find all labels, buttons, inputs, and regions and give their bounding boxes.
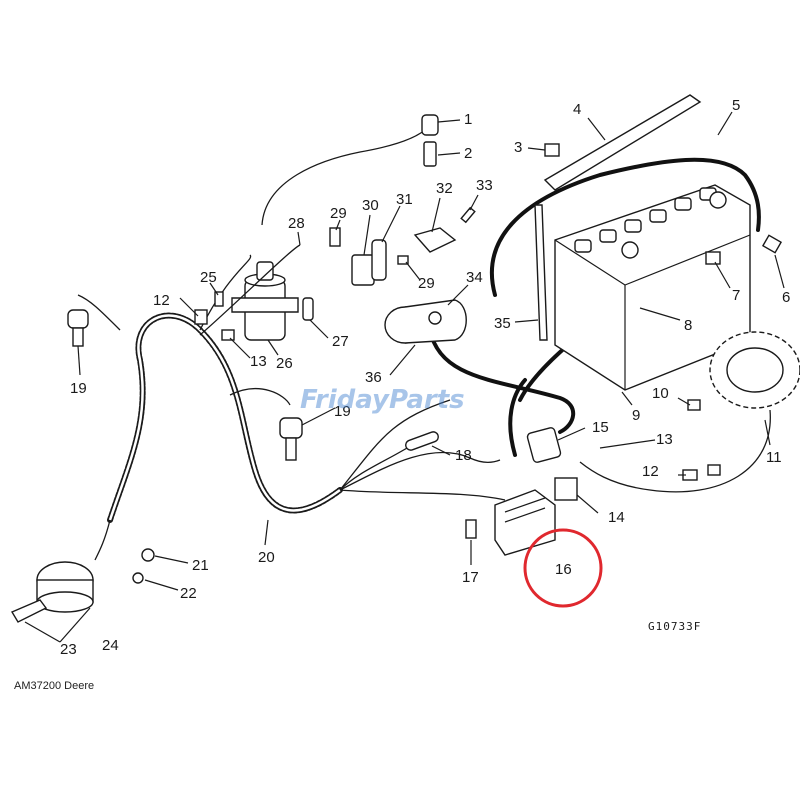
harness-branch-wire xyxy=(229,388,291,406)
bracket-30 xyxy=(351,254,375,286)
callout-8: 8 xyxy=(684,317,692,334)
callout-14: 14 xyxy=(608,509,625,526)
callout-5: 5 xyxy=(732,97,740,114)
callout-30: 30 xyxy=(362,197,379,214)
ignition-coil-26 xyxy=(231,261,299,341)
wiring-harness-20 xyxy=(107,312,343,523)
callout-20: 20 xyxy=(258,549,275,566)
nut-13 xyxy=(707,464,721,476)
hold-down-rod-35 xyxy=(534,204,548,341)
watermark-logo: FridayParts xyxy=(300,385,465,415)
battery-cable-5 xyxy=(489,157,761,297)
pin-33 xyxy=(460,206,476,224)
callout-29-lower: 29 xyxy=(418,275,435,292)
callout-31: 31 xyxy=(396,191,413,208)
solenoid-15 xyxy=(526,427,562,463)
harness-branch-wire xyxy=(339,451,501,491)
callout-18: 18 xyxy=(455,447,472,464)
harness-branch-wire xyxy=(199,244,301,336)
screw-29 xyxy=(397,255,409,265)
starter-34 xyxy=(384,299,467,344)
bracket-31 xyxy=(371,239,387,281)
callout-7: 7 xyxy=(732,287,740,304)
spark-plug xyxy=(423,141,437,167)
harness-branch-wire xyxy=(77,294,121,331)
washer-22 xyxy=(132,572,144,584)
battery-9 xyxy=(554,184,751,391)
clip-32 xyxy=(413,227,457,253)
callout-27: 27 xyxy=(332,333,349,350)
callout-16: 16 xyxy=(555,561,572,578)
callout-12-right: 12 xyxy=(642,463,659,480)
callout-6: 6 xyxy=(782,289,790,306)
screw-25 xyxy=(214,291,224,307)
callout-15: 15 xyxy=(592,419,609,436)
callout-2: 2 xyxy=(464,145,472,162)
hold-down-nut-3 xyxy=(544,143,560,157)
part-caption: AM37200 Deere xyxy=(14,680,95,692)
harness-branch-wire xyxy=(94,519,111,561)
callout-34: 34 xyxy=(466,269,483,286)
oil-pressure-switch-19 xyxy=(67,309,89,347)
callout-24: 24 xyxy=(102,637,119,654)
callout-13-left: 13 xyxy=(250,353,267,370)
terminal-bolt-6 xyxy=(761,234,783,254)
callout-35: 35 xyxy=(494,315,511,332)
drawing-reference-code: G10733F xyxy=(648,620,701,633)
leader-lines xyxy=(24,111,785,643)
spark-plug-wire-1 xyxy=(261,121,433,226)
battery-terminal xyxy=(709,191,727,209)
callout-36: 36 xyxy=(365,369,382,386)
callout-11: 11 xyxy=(766,449,782,466)
screw-12 xyxy=(194,309,208,325)
callout-10: 10 xyxy=(652,385,669,402)
callout-1: 1 xyxy=(464,111,472,128)
battery-terminal xyxy=(621,241,639,259)
bolt-10 xyxy=(687,399,701,411)
callout-labels: 1 2 3 4 5 6 7 8 9 10 11 12 12 13 13 14 1… xyxy=(60,97,790,658)
callout-22: 22 xyxy=(180,585,197,602)
callout-33: 33 xyxy=(476,177,493,194)
callout-9: 9 xyxy=(632,407,640,424)
ignition-key-23 xyxy=(10,599,48,623)
callout-4: 4 xyxy=(573,101,581,118)
stator-11 xyxy=(709,331,800,409)
callout-25: 25 xyxy=(200,269,217,286)
screw-29 xyxy=(329,227,341,247)
bolt-17 xyxy=(465,519,477,539)
callout-3: 3 xyxy=(514,139,522,156)
callout-26: 26 xyxy=(276,355,293,372)
callout-29-top: 29 xyxy=(330,205,347,222)
callout-28: 28 xyxy=(288,215,305,232)
callout-17: 17 xyxy=(462,569,479,586)
callout-12-left: 12 xyxy=(153,292,170,309)
harness-branch-wire xyxy=(339,399,451,491)
stator-lead xyxy=(579,409,771,493)
fuse-holder-18 xyxy=(405,431,439,451)
callout-23: 23 xyxy=(60,641,77,658)
terminal-bolt-7 xyxy=(705,251,721,265)
harness-branch-wire xyxy=(339,489,506,501)
condenser-27 xyxy=(302,297,314,321)
nut-13 xyxy=(221,329,235,341)
callout-19-center: 19 xyxy=(334,403,351,420)
callout-19-left: 19 xyxy=(70,380,87,397)
connector-14 xyxy=(554,477,578,501)
highlight-circle xyxy=(523,528,603,608)
ground-cable xyxy=(508,378,527,457)
harness-branch-wire xyxy=(199,254,252,331)
hold-down-bar-4 xyxy=(543,94,702,191)
ignition-switch-24 xyxy=(36,561,94,613)
spark-plug-boot xyxy=(421,114,439,136)
callout-13-right: 13 xyxy=(656,431,673,448)
nut-21 xyxy=(141,548,155,562)
starter-cable-36 xyxy=(428,328,576,434)
callout-21: 21 xyxy=(192,557,209,574)
temperature-switch-19 xyxy=(279,417,303,461)
callout-32: 32 xyxy=(436,180,453,197)
